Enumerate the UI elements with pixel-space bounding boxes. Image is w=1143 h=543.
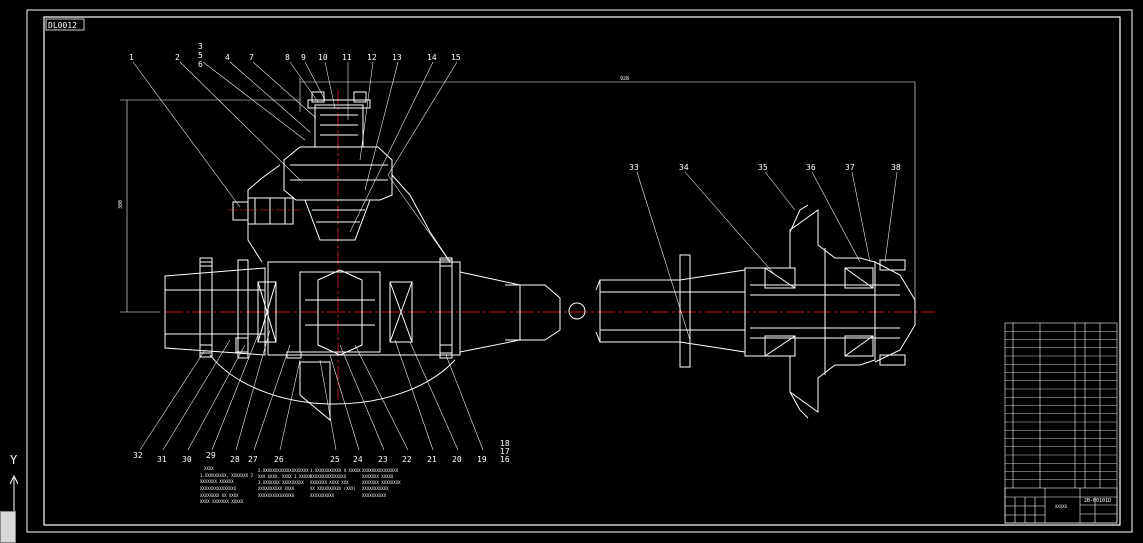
note-line: XXXXXXXXXXXXXXX — [310, 474, 347, 479]
callout-6: 6 — [198, 60, 203, 69]
callout-34: 34 — [679, 163, 689, 172]
note-line: XXXXXXX XXXX XXX — [310, 480, 349, 485]
note-line: XXXXXXXXXX — [362, 493, 387, 498]
callout-36: 36 — [806, 163, 816, 172]
callouts-bottom: 32 31 30 29 28 27 26 25 24 23 22 21 20 1… — [133, 439, 510, 464]
note-line: 3.XXXXXXX XXXXXXXXX — [258, 480, 304, 485]
callout-28: 28 — [230, 455, 240, 464]
workspace-gear-icon[interactable] — [0, 511, 16, 543]
dimension-left-label: 300 — [118, 200, 124, 209]
technical-notes: XXXX 1.XXXXXXXXX, XXXXXXX 2 2.XXXXXXXXXX… — [200, 466, 401, 504]
callout-8: 8 — [285, 53, 290, 62]
inner-frame — [43, 16, 1121, 526]
callout-23: 23 — [378, 455, 388, 464]
callout-17: 17 — [500, 447, 510, 456]
callout-15: 15 — [451, 53, 461, 62]
axle-shaft — [595, 254, 746, 368]
note-line: XXXXXXX XXXXXX — [200, 479, 234, 484]
callout-11: 11 — [342, 53, 352, 62]
callout-37: 37 — [845, 163, 855, 172]
drawing-code-text: DL0012 — [48, 21, 77, 30]
callout-22: 22 — [402, 455, 412, 464]
callout-32: 32 — [133, 451, 143, 460]
note-line: 2.XXXXXXXXXXXXXXXXXXX — [258, 468, 309, 473]
callout-38: 38 — [891, 163, 901, 172]
callout-18: 18 — [500, 439, 510, 448]
callout-26: 26 — [274, 455, 284, 464]
leader-lines — [132, 61, 898, 451]
callout-3: 3 — [198, 42, 203, 51]
dimension-lines — [120, 78, 916, 313]
callout-20: 20 — [452, 455, 462, 464]
callout-7: 7 — [249, 53, 254, 62]
outer-frame — [26, 9, 1133, 533]
note-line: XXXXXXX XXXXX — [362, 474, 394, 479]
callout-29: 29 — [206, 451, 216, 460]
callout-4: 4 — [225, 53, 230, 62]
callout-27: 27 — [248, 455, 258, 464]
title-block — [1004, 322, 1118, 524]
note-line: 1.XXXXXXXXXXX X XXXXX — [310, 468, 361, 473]
note-line: XXXXXXXX XX XXXX — [200, 493, 239, 498]
callout-25: 25 — [330, 455, 340, 464]
callout-33: 33 — [629, 163, 639, 172]
note-line: XXXX XXXXXXX XXXXX — [200, 499, 244, 504]
callout-2: 2 — [175, 53, 180, 62]
note-line: XXXXXXXXXX — [310, 493, 335, 498]
differential-housing — [164, 91, 586, 422]
callout-35: 35 — [758, 163, 768, 172]
drawing-name: XXXXX — [1055, 504, 1068, 509]
callout-31: 31 — [157, 455, 167, 464]
note-line: XXXXXXXXXXX — [362, 486, 389, 491]
note-line: XXXXXXXXXX XXXX — [258, 486, 295, 491]
wheel-hub — [744, 204, 916, 419]
callout-9: 9 — [301, 53, 306, 62]
callout-14: 14 — [427, 53, 437, 62]
callout-10: 10 — [318, 53, 328, 62]
callout-1: 1 — [129, 53, 134, 62]
note-line: XXX XXXX. XXXX 1 XXXXX — [258, 474, 312, 479]
drawing-code-box — [45, 18, 85, 31]
callout-13: 13 — [392, 53, 402, 62]
callouts-top: 1 2 3 4 5 6 7 8 9 10 11 12 13 14 15 — [129, 42, 461, 69]
callout-16: 16 — [500, 455, 510, 464]
note-line: XX XXXXXXXXXX (XXX) — [310, 486, 356, 491]
callout-30: 30 — [182, 455, 192, 464]
callout-5: 5 — [198, 51, 203, 60]
parts-list-rows — [1005, 331, 1117, 480]
drawing-number: 2B-00101D — [1084, 498, 1111, 504]
ucs-y-label: Y — [10, 453, 18, 467]
callout-24: 24 — [353, 455, 363, 464]
note-line: XXXXXXXXXXXXXXX — [200, 486, 237, 491]
callout-21: 21 — [427, 455, 437, 464]
callouts-mid: 33 34 35 36 37 38 — [629, 163, 901, 172]
callout-12: 12 — [367, 53, 377, 62]
note-line: XXXXXXXXXXXXXXX — [258, 493, 295, 498]
callout-19: 19 — [477, 455, 487, 464]
notes-heading: XXXX — [204, 466, 214, 471]
dimension-top-label: 928 — [620, 76, 629, 82]
note-line: XXXXXXXXXXXXXXX — [362, 468, 399, 473]
note-line: 1.XXXXXXXXX, XXXXXXX 2 — [200, 473, 254, 478]
note-line: XXXXXXX XXXXXXXX — [362, 480, 401, 485]
